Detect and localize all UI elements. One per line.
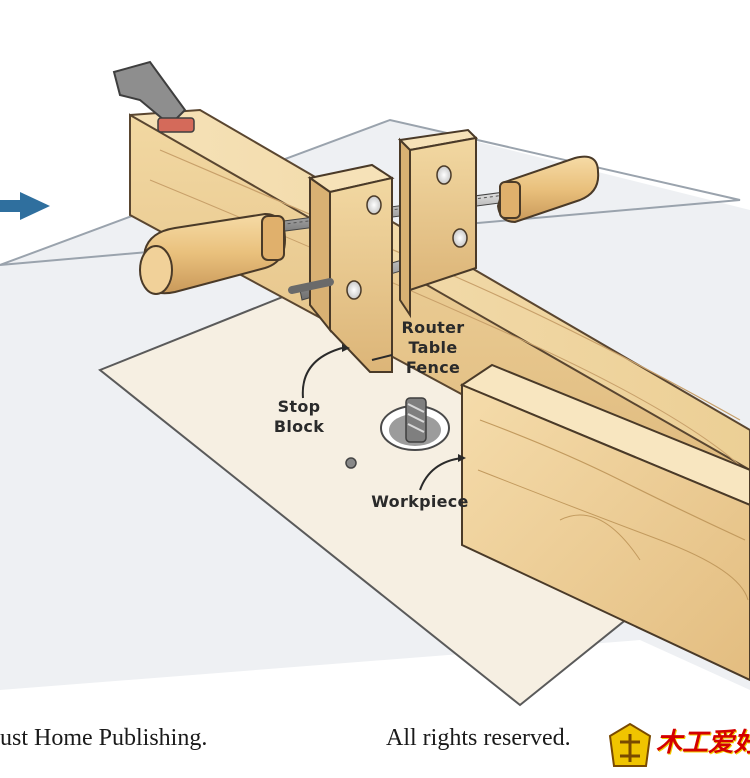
stop-block-line-1: Stop: [277, 397, 321, 416]
toggle-clamp-icon: [112, 60, 195, 133]
stop-block: [288, 163, 395, 373]
router-bit-icon: [405, 397, 427, 443]
copyright-right: All rights reserved.: [386, 725, 571, 751]
stop-block-label: Stop Block: [268, 397, 330, 437]
rear-clamp-block: [397, 128, 479, 319]
woodworking-logo-icon: [608, 722, 652, 767]
direction-arrow-icon: [0, 192, 50, 220]
callout-leaders: [301, 347, 463, 491]
router-table-fence-label: Router Table Fence: [398, 318, 468, 378]
logo-text: 木工爱好者: [656, 728, 750, 758]
copyright-left: ust Home Publishing.: [0, 725, 208, 751]
workpiece-label: Workpiece: [371, 492, 469, 511]
plate-screw-icon: [345, 457, 357, 469]
router-table-fence-line-3: Fence: [405, 358, 461, 377]
router-table-fence-line-2: Table: [408, 338, 458, 357]
stop-block-line-2: Block: [273, 417, 325, 436]
router-table-fence-line-1: Router: [401, 318, 465, 337]
workpiece-board: [459, 363, 750, 682]
clamp-handle-right: [496, 155, 600, 224]
clamp-handle-left: [139, 212, 287, 295]
